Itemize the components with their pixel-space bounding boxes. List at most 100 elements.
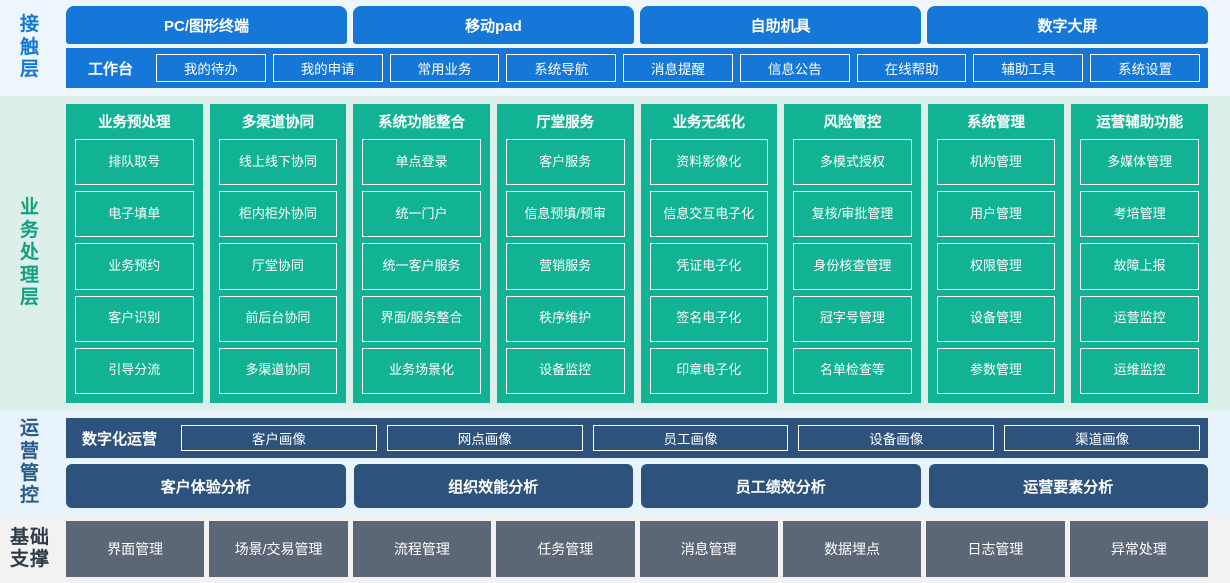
- portrait-device[interactable]: 设备画像: [798, 425, 995, 451]
- digital-operations-row: 数字化运营 客户画像 网点画像 员工画像 设备画像 渠道画像: [66, 418, 1208, 458]
- business-column-paperless: 业务无纸化 资料影像化 信息交互电子化 凭证电子化 签名电子化 印章电子化: [640, 104, 778, 403]
- workbench-item-system-settings[interactable]: 系统设置: [1090, 54, 1201, 82]
- business-item[interactable]: 故障上报: [1080, 243, 1199, 290]
- business-item[interactable]: 参数管理: [936, 347, 1056, 395]
- column-items: 资料影像化 信息交互电子化 凭证电子化 签名电子化 印章电子化: [649, 139, 769, 395]
- column-items: 线上线下协同 柜内柜外协同 厅堂协同 前后台协同 多渠道协同: [218, 139, 338, 395]
- business-item[interactable]: 机构管理: [936, 139, 1056, 186]
- foundation-item-scenario-transaction-management[interactable]: 场景/交易管理: [209, 521, 348, 577]
- analysis-organizational-efficiency[interactable]: 组织效能分析: [353, 464, 633, 508]
- business-item[interactable]: 秩序维护: [505, 295, 625, 342]
- business-item[interactable]: 客户服务: [505, 139, 625, 186]
- foundation-item-log-management[interactable]: 日志管理: [926, 521, 1065, 577]
- layer-business-label-text: 业务处理层: [19, 197, 40, 309]
- workbench-label: 工作台: [88, 60, 134, 78]
- foundation-item-data-tracking[interactable]: 数据埋点: [782, 521, 922, 577]
- business-column-multichannel: 多渠道协同 线上线下协同 柜内柜外协同 厅堂协同 前后台协同 多渠道协同: [209, 104, 347, 403]
- layer-foundation-label-text: 基础支撑: [9, 527, 50, 570]
- business-item[interactable]: 信息交互电子化: [649, 191, 769, 238]
- column-title: 业务预处理: [98, 115, 171, 131]
- portrait-customer[interactable]: 客户画像: [181, 425, 377, 451]
- layer-business-body: 业务预处理 排队取号 电子填单 业务预约 客户识别 引导分流 多渠道协同 线上线…: [60, 104, 1230, 403]
- layer-operations: 运营管控 数字化运营 客户画像 网点画像 员工画像 设备画像 渠道画像 客户体验…: [0, 411, 1230, 515]
- business-item[interactable]: 单点登录: [362, 139, 481, 186]
- business-item[interactable]: 资料影像化: [649, 139, 769, 186]
- business-item[interactable]: 统一客户服务: [362, 243, 481, 290]
- business-item[interactable]: 冠字号管理: [793, 295, 912, 342]
- workbench-item-my-application[interactable]: 我的申请: [272, 54, 383, 82]
- analysis-employee-performance[interactable]: 员工绩效分析: [641, 464, 921, 508]
- channel-mobile-pad[interactable]: 移动pad: [353, 6, 634, 44]
- channel-row: PC/图形终端 移动pad 自助机具 数字大屏: [60, 6, 1230, 44]
- column-title: 多渠道协同: [241, 115, 315, 131]
- column-items: 多模式授权 复核/审批管理 身份核查管理 冠字号管理 名单检查等: [793, 139, 912, 395]
- business-item[interactable]: 多模式授权: [793, 139, 912, 186]
- business-item[interactable]: 线上线下协同: [218, 139, 338, 186]
- workbench-item-utility-tools[interactable]: 辅助工具: [973, 54, 1084, 82]
- column-items: 排队取号 电子填单 业务预约 客户识别 引导分流: [75, 139, 194, 395]
- foundation-item-exception-handling[interactable]: 异常处理: [1069, 521, 1208, 577]
- workbench-item-online-help[interactable]: 在线帮助: [856, 54, 967, 82]
- business-item[interactable]: 设备监控: [505, 347, 625, 395]
- workbench-item-message-alert[interactable]: 消息提醒: [623, 54, 733, 82]
- column-title: 厅堂服务: [536, 115, 595, 131]
- business-item[interactable]: 复核/审批管理: [793, 191, 912, 238]
- business-item[interactable]: 业务预约: [75, 243, 194, 290]
- business-item[interactable]: 凭证电子化: [649, 243, 769, 290]
- channel-digital-screen[interactable]: 数字大屏: [927, 6, 1208, 44]
- column-items: 单点登录 统一门户 统一客户服务 界面/服务整合 业务场景化: [362, 139, 481, 395]
- business-item[interactable]: 电子填单: [75, 191, 194, 238]
- business-item[interactable]: 多渠道协同: [218, 347, 338, 395]
- business-item[interactable]: 考培管理: [1080, 191, 1199, 238]
- foundation-items: 界面管理 场景/交易管理 流程管理 任务管理 消息管理 数据埋点 日志管理 异常…: [60, 521, 1230, 577]
- layer-foundation-body: 界面管理 场景/交易管理 流程管理 任务管理 消息管理 数据埋点 日志管理 异常…: [60, 521, 1230, 577]
- business-item[interactable]: 身份核查管理: [793, 243, 912, 290]
- business-item[interactable]: 签名电子化: [649, 295, 769, 342]
- analysis-operation-factors[interactable]: 运营要素分析: [928, 464, 1208, 508]
- column-title: 风险管控: [823, 115, 882, 131]
- business-item[interactable]: 设备管理: [936, 295, 1056, 342]
- business-item[interactable]: 界面/服务整合: [362, 295, 481, 342]
- business-item[interactable]: 运维监控: [1080, 347, 1199, 395]
- business-item[interactable]: 印章电子化: [649, 347, 769, 395]
- foundation-item-task-management[interactable]: 任务管理: [496, 521, 635, 577]
- layer-touch-label-text: 接触层: [19, 14, 40, 81]
- analysis-customer-experience[interactable]: 客户体验分析: [66, 464, 346, 508]
- foundation-item-process-management[interactable]: 流程管理: [352, 521, 492, 577]
- workbench-item-announcement[interactable]: 信息公告: [739, 54, 850, 82]
- business-item[interactable]: 营销服务: [505, 243, 625, 290]
- business-item[interactable]: 多媒体管理: [1080, 139, 1199, 186]
- foundation-item-ui-management[interactable]: 界面管理: [66, 521, 205, 577]
- portrait-channel[interactable]: 渠道画像: [1004, 425, 1200, 451]
- business-item[interactable]: 柜内柜外协同: [218, 191, 338, 238]
- business-item[interactable]: 厅堂协同: [218, 243, 338, 290]
- business-item[interactable]: 统一门户: [362, 191, 481, 238]
- analysis-row: 客户体验分析 组织效能分析 员工绩效分析 运营要素分析: [66, 464, 1208, 508]
- column-items: 多媒体管理 考培管理 故障上报 运营监控 运维监控: [1080, 139, 1199, 395]
- layer-touch-label: 接触层: [0, 6, 60, 90]
- workbench-item-system-navigation[interactable]: 系统导航: [506, 54, 617, 82]
- business-item[interactable]: 前后台协同: [218, 295, 338, 342]
- business-item[interactable]: 名单检查等: [793, 347, 912, 395]
- business-item[interactable]: 运营监控: [1080, 295, 1199, 342]
- portrait-branch[interactable]: 网点画像: [386, 425, 583, 451]
- portrait-employee[interactable]: 员工画像: [592, 425, 789, 451]
- business-item[interactable]: 排队取号: [75, 139, 194, 186]
- business-item[interactable]: 用户管理: [936, 191, 1056, 238]
- business-item[interactable]: 业务场景化: [362, 347, 481, 395]
- layer-touch-body: PC/图形终端 移动pad 自助机具 数字大屏 工作台 我的待办 我的申请 常用…: [60, 6, 1230, 90]
- business-columns: 业务预处理 排队取号 电子填单 业务预约 客户识别 引导分流 多渠道协同 线上线…: [60, 104, 1230, 403]
- business-item[interactable]: 信息预填/预审: [505, 191, 625, 238]
- channel-self-service-kiosk[interactable]: 自助机具: [640, 6, 921, 44]
- workbench-item-common-business[interactable]: 常用业务: [389, 54, 500, 82]
- business-item[interactable]: 引导分流: [75, 347, 194, 395]
- business-column-operation-support: 运营辅助功能 多媒体管理 考培管理 故障上报 运营监控 运维监控: [1071, 104, 1208, 403]
- business-item[interactable]: 客户识别: [75, 295, 194, 342]
- foundation-item-message-management[interactable]: 消息管理: [639, 521, 778, 577]
- digital-operations-label: 数字化运营: [82, 430, 158, 448]
- workbench-item-my-todo[interactable]: 我的待办: [156, 54, 266, 82]
- layer-foundation-label: 基础支撑: [0, 521, 60, 577]
- channel-pc[interactable]: PC/图形终端: [66, 6, 347, 44]
- column-title: 系统管理: [967, 115, 1026, 131]
- business-item[interactable]: 权限管理: [936, 243, 1056, 290]
